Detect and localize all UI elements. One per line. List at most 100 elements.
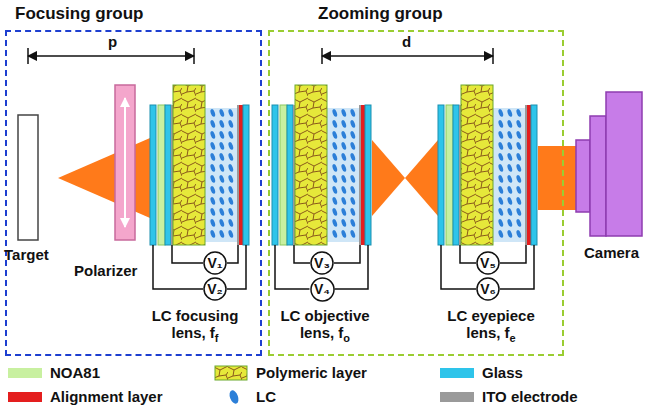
lc-layer [493, 108, 525, 242]
alignment-layer [527, 105, 531, 245]
lc-molecule [219, 219, 225, 228]
wire [227, 245, 238, 263]
wire [275, 245, 310, 289]
lc-molecule [332, 131, 338, 140]
lens-label-text: LC objective lens, f [280, 307, 369, 341]
wire [500, 245, 526, 263]
lc-molecule [507, 109, 513, 118]
lc-molecule [350, 120, 356, 129]
lc-molecule [210, 131, 216, 140]
lc-molecule [507, 175, 513, 184]
lc-molecule [498, 230, 504, 239]
dimension-line [28, 55, 194, 57]
lc-molecule [332, 153, 338, 162]
legend-text: NOA81 [50, 364, 100, 382]
voltage-source: V₄ [310, 277, 335, 302]
lc-layer [327, 108, 359, 242]
lc-molecule [210, 197, 216, 206]
lc-molecule [350, 230, 356, 239]
lc-molecule [350, 186, 356, 195]
lc-molecule [341, 153, 347, 162]
lc-molecule [507, 208, 513, 217]
voltage-label: V₆ [480, 282, 496, 296]
light-cone [58, 138, 150, 218]
lc-lens [150, 85, 249, 245]
lc-molecule [498, 186, 504, 195]
lc-molecule [516, 219, 522, 228]
lens-label: LC focusing lens, ff [136, 307, 254, 345]
lc-molecule [219, 186, 225, 195]
voltage-label: V₅ [480, 256, 496, 270]
lc-molecule [516, 164, 522, 173]
alignment-layer [361, 105, 365, 245]
wire [153, 245, 203, 289]
lc-molecule [350, 109, 356, 118]
lc-molecule [219, 164, 225, 173]
wire [334, 245, 360, 263]
voltage-label: V₄ [314, 282, 330, 296]
lens-label: LC objective lens, fo [266, 307, 384, 345]
lc-molecule [210, 153, 216, 162]
lc-molecule [516, 142, 522, 151]
glass-plate [453, 105, 459, 245]
voltage-label: V₂ [207, 282, 223, 296]
lc-molecule [507, 219, 513, 228]
lc-molecule [498, 164, 504, 173]
legend-text: LC [256, 388, 276, 406]
part-label: Camera [584, 244, 639, 261]
lc-molecule [332, 197, 338, 206]
lc-molecule [516, 208, 522, 217]
lc-molecule [516, 186, 522, 195]
lc-molecule [332, 208, 338, 217]
lc-molecule [498, 131, 504, 140]
lc-molecule [332, 142, 338, 151]
glass-plate [531, 105, 537, 245]
lc-molecule [332, 175, 338, 184]
noa81-layer [446, 105, 453, 245]
light-beam [538, 146, 576, 210]
legend-sample [214, 388, 248, 406]
lc-molecule [498, 197, 504, 206]
lc-molecule [210, 109, 216, 118]
noa81-layer [158, 105, 165, 245]
lc-molecule [219, 142, 225, 151]
lc-molecule [498, 153, 504, 162]
lc-molecule [498, 142, 504, 151]
lc-molecule [219, 120, 225, 129]
lc-molecule [507, 142, 513, 151]
voltage-source: V₃ [310, 251, 334, 275]
lc-molecule [228, 197, 234, 206]
lc-molecule [228, 230, 234, 239]
subscript: o [343, 332, 350, 344]
lc-molecule [498, 219, 504, 228]
legend-text: Alignment layer [50, 388, 163, 406]
voltage-label: V₁ [207, 256, 222, 270]
lens-label-text: LC focusing lens, f [152, 307, 239, 341]
lc-molecule [228, 109, 234, 118]
lc-molecule [516, 153, 522, 162]
lc-molecule [228, 219, 234, 228]
lc-molecule [507, 230, 513, 239]
legend-sample [214, 364, 248, 382]
lc-molecule [228, 186, 234, 195]
camera-body [606, 92, 642, 236]
lc-layer [205, 108, 237, 242]
dimension-label-text: d [402, 33, 411, 50]
lc-molecule [341, 208, 347, 217]
light-cone [405, 140, 438, 216]
legend-text: ITO electrode [482, 388, 578, 406]
glass-plate [438, 105, 444, 245]
lc-molecule [228, 131, 234, 140]
part-label-text: Target [4, 246, 49, 263]
camera-lens [576, 140, 590, 212]
lc-molecule [210, 219, 216, 228]
lc-molecule [219, 153, 225, 162]
lc-molecule [341, 131, 347, 140]
lc-molecule [341, 186, 347, 195]
lc-molecule [219, 208, 225, 217]
lc-molecule [498, 175, 504, 184]
part-label-text: Polarizer [74, 262, 137, 279]
lc-molecule [341, 230, 347, 239]
lc-molecule [350, 208, 356, 217]
